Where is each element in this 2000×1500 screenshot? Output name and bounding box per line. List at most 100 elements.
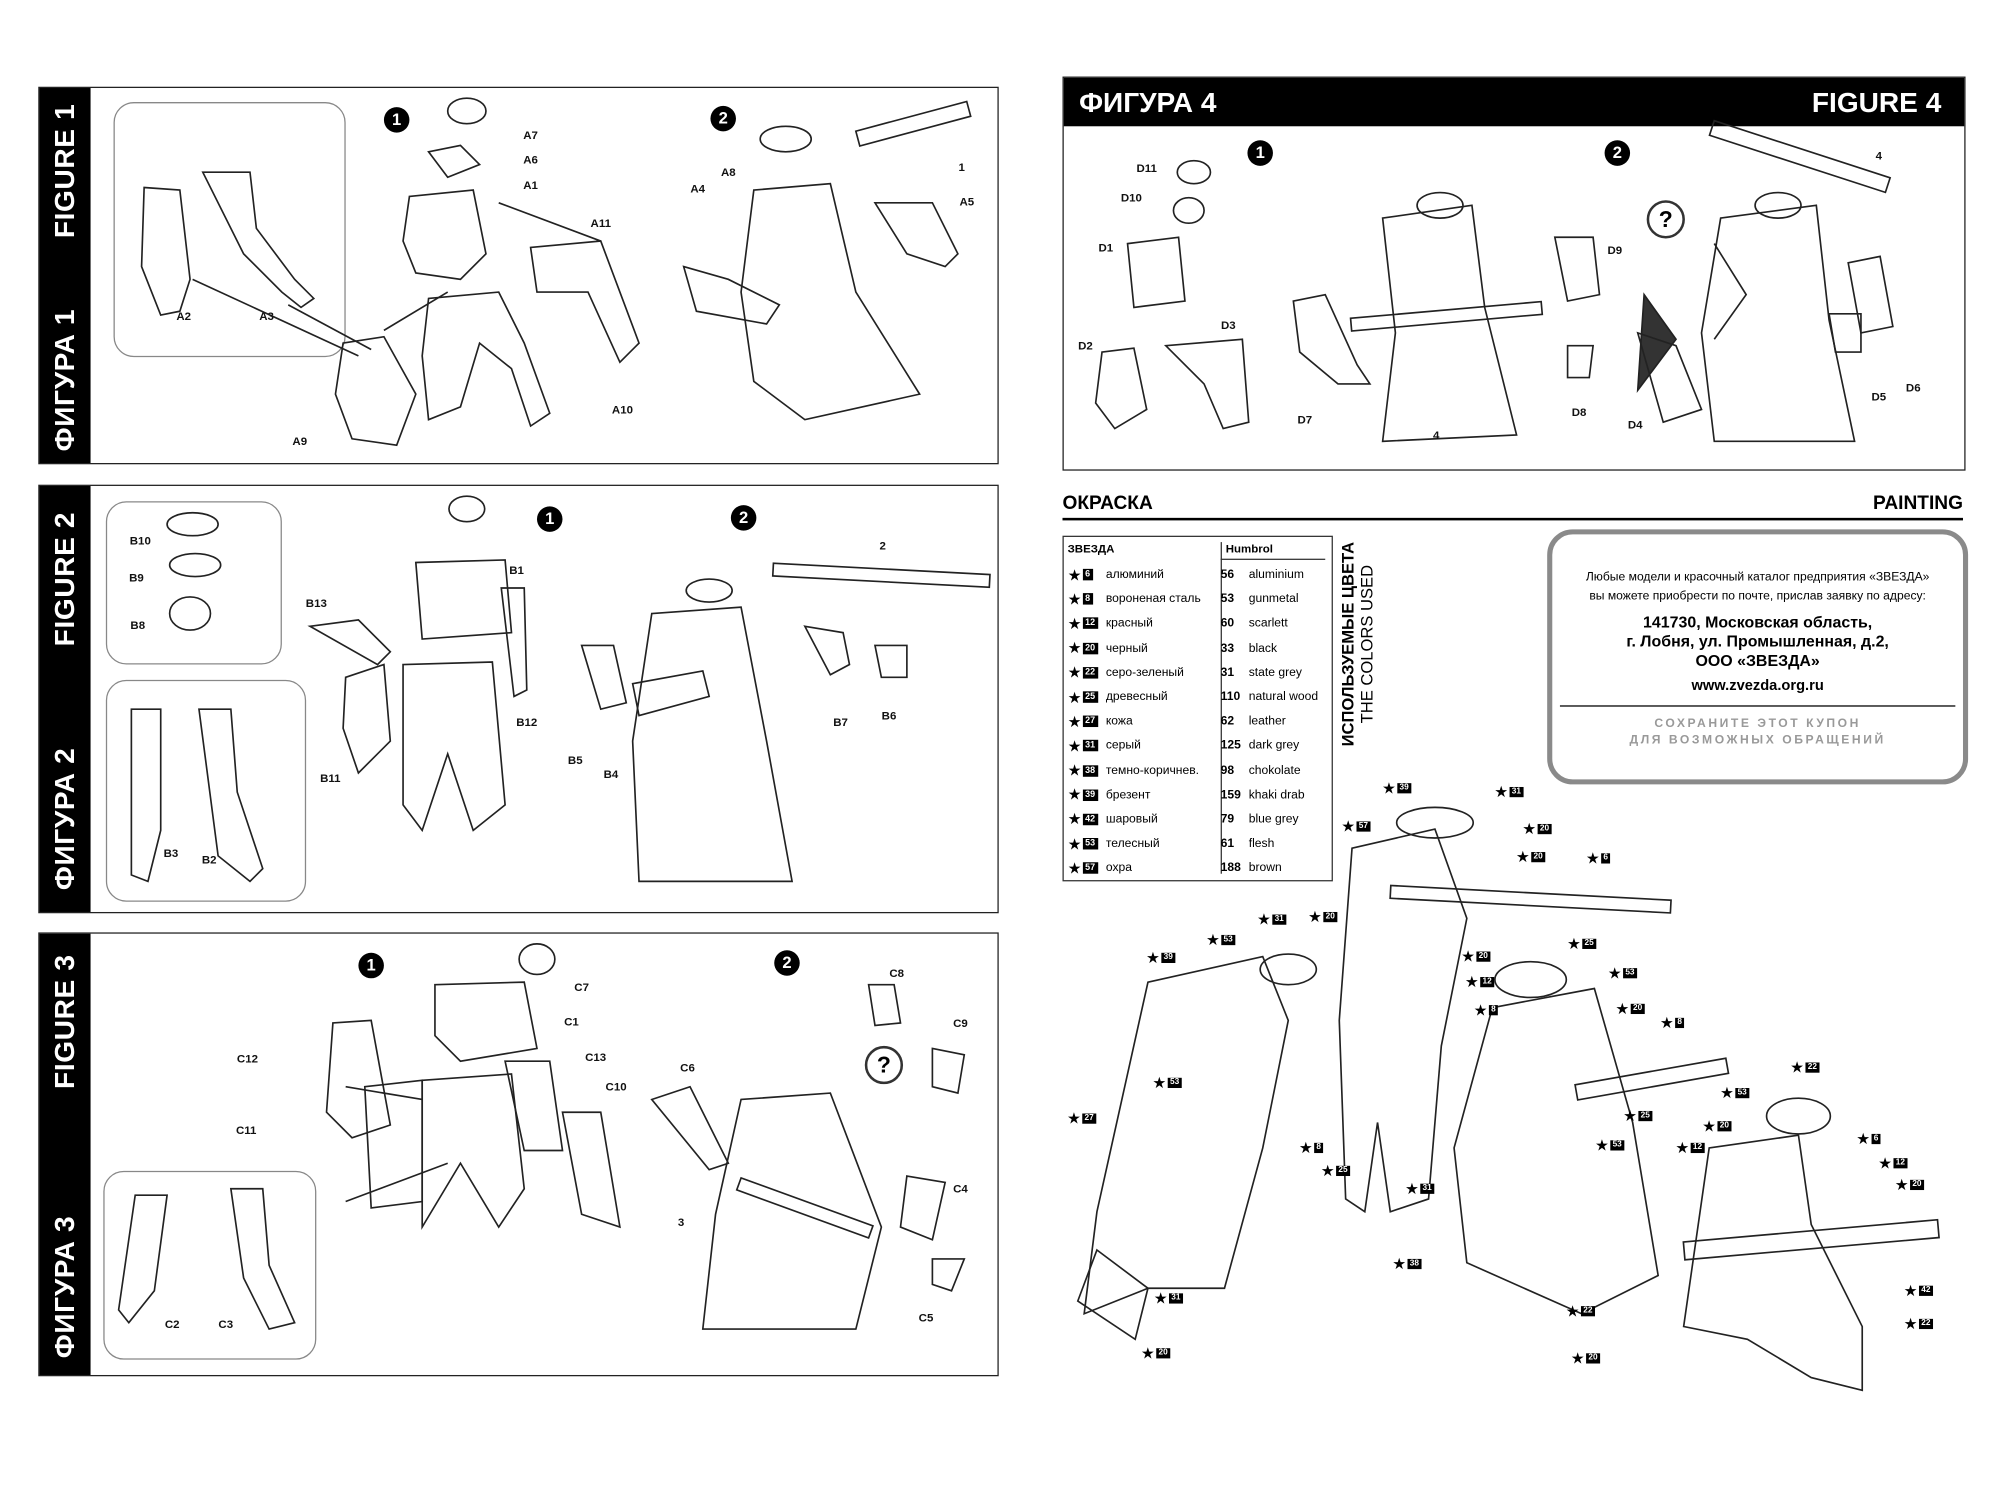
paint-callout: ★25 [1567, 936, 1597, 952]
callout-number: 39 [1397, 783, 1412, 794]
part-label: D7 [1297, 413, 1313, 427]
color-name-en: khaki drab [1248, 787, 1305, 803]
part-label: D10 [1120, 191, 1142, 205]
star-icon: ★ [1903, 1281, 1918, 1300]
star-icon: ★ [1067, 565, 1082, 584]
callout-number: 12 [1690, 1142, 1705, 1154]
figure-4-artwork [1094, 119, 1894, 443]
humbrol-code: 33 [1220, 641, 1235, 656]
star-icon: ★ [1140, 1344, 1155, 1363]
painting-header: ОКРАСКА PAINTING [1062, 492, 1963, 521]
star-icon: ★ [1659, 1014, 1674, 1032]
paint-callout: ★39 [1146, 950, 1176, 966]
star-icon: ★ [1153, 1289, 1168, 1308]
part-label: C9 [953, 1016, 968, 1030]
paint-callout: ★31 [1153, 1289, 1184, 1308]
star-badge: ★6 [1068, 567, 1093, 582]
part-label: B13 [305, 596, 327, 610]
paint-callout: ★12 [1878, 1156, 1908, 1171]
star-icon: ★ [1067, 761, 1082, 780]
part-label: D8 [1571, 405, 1587, 419]
callout-number: 38 [1407, 1258, 1422, 1270]
star-badge: ★39 [1067, 786, 1098, 804]
color-name-en: chokolate [1248, 763, 1301, 778]
paint-callout: ★39 [1382, 779, 1412, 798]
callout-number: 20 [1530, 852, 1546, 863]
star-icon: ★ [1066, 1109, 1081, 1128]
colors-used-en: THE COLORS USED [1357, 564, 1377, 724]
figure-2-strip: FIGURE 2 ФИГУРА 2 [39, 485, 91, 912]
callout-number: 25 [1638, 1110, 1653, 1122]
paint-callout: ★20 [1140, 1344, 1171, 1363]
humbrol-code: 61 [1220, 836, 1235, 851]
callout-number: 12 [1479, 977, 1495, 988]
star-badge: ★38 [1068, 763, 1098, 778]
callout-number: 27 [1081, 1113, 1097, 1124]
paint-callout: ★20 [1308, 909, 1338, 925]
part-label: A2 [176, 309, 192, 323]
callout-number: 31 [1419, 1183, 1435, 1194]
zvezda-code: 53 [1082, 838, 1098, 850]
star-badge: ★42 [1068, 812, 1098, 827]
figure-3-panel: FIGURE 3 ФИГУРА 3 1 2 ? C7 C1 C12 C13 C1… [38, 932, 999, 1377]
callout-number: 22 [1580, 1306, 1596, 1317]
star-badge: ★53 [1068, 836, 1098, 852]
part-label: A8 [720, 165, 736, 179]
coupon-address-2: г. Лобня, ул. Промышленная, д.2, [1626, 632, 1889, 651]
star-icon: ★ [1404, 1179, 1419, 1198]
humbrol-code: 60 [1220, 616, 1235, 631]
star-icon: ★ [1382, 779, 1396, 798]
color-name-ru: кожа [1105, 714, 1133, 729]
zvezda-code: 31 [1082, 740, 1098, 752]
figure-4-title-en: FIGURE 4 [1811, 86, 1942, 119]
star-badge: ★57 [1068, 861, 1098, 876]
star-badge: ★27 [1068, 714, 1098, 729]
callout-number: 22 [1805, 1062, 1820, 1073]
callout-number: 53 [1610, 1140, 1625, 1151]
star-icon: ★ [1205, 931, 1220, 949]
callout-number: 25 [1335, 1165, 1351, 1177]
color-name-ru: красный [1105, 616, 1153, 631]
star-icon: ★ [1392, 1255, 1406, 1273]
star-icon: ★ [1067, 786, 1082, 804]
paint-callout: ★53 [1595, 1138, 1625, 1153]
callout-number: 20 [1717, 1121, 1732, 1132]
zvezda-code: 6 [1082, 568, 1093, 581]
part-label: D9 [1607, 243, 1623, 257]
figure-1-panel: FIGURE 1 ФИГУРА 1 1 2 A7 A6 A1 A11 A2 A3… [38, 86, 999, 465]
paint-callout: ★53 [1608, 966, 1638, 981]
part-label: B12 [516, 715, 538, 729]
star-icon: ★ [1515, 848, 1530, 867]
part-label: B1 [509, 563, 524, 577]
color-name-ru: охра [1105, 861, 1133, 876]
callout-number: 8 [1674, 1017, 1685, 1029]
step-2-marker: 2 [730, 505, 757, 531]
star-badge: ★25 [1068, 689, 1098, 705]
paint-callout: ★6 [1856, 1131, 1881, 1147]
part-label: 4 [1875, 149, 1883, 162]
zvezda-code: 38 [1082, 764, 1098, 777]
callout-number: 8 [1313, 1142, 1324, 1154]
star-icon: ★ [1464, 973, 1479, 992]
star-icon: ★ [1522, 820, 1537, 839]
color-name-en: aluminium [1248, 567, 1304, 582]
paint-callout: ★31 [1404, 1179, 1435, 1198]
step-1-marker: 1 [358, 952, 384, 979]
paint-callout: ★20 [1895, 1177, 1925, 1193]
part-label: A1 [523, 178, 538, 192]
part-label: B10 [129, 534, 151, 548]
zvezda-code: 20 [1082, 642, 1098, 654]
star-badge: ★8 [1068, 592, 1093, 607]
colors-used-ru: ИСПОЛЬЗУЕМЫЕ ЦВЕТА [1337, 541, 1358, 747]
part-label: D11 [1136, 161, 1157, 175]
question-mark-icon: ? [1646, 200, 1685, 239]
callout-number: 6 [1871, 1133, 1881, 1145]
part-label: D5 [1871, 390, 1887, 404]
callout-number: 20 [1909, 1179, 1925, 1191]
